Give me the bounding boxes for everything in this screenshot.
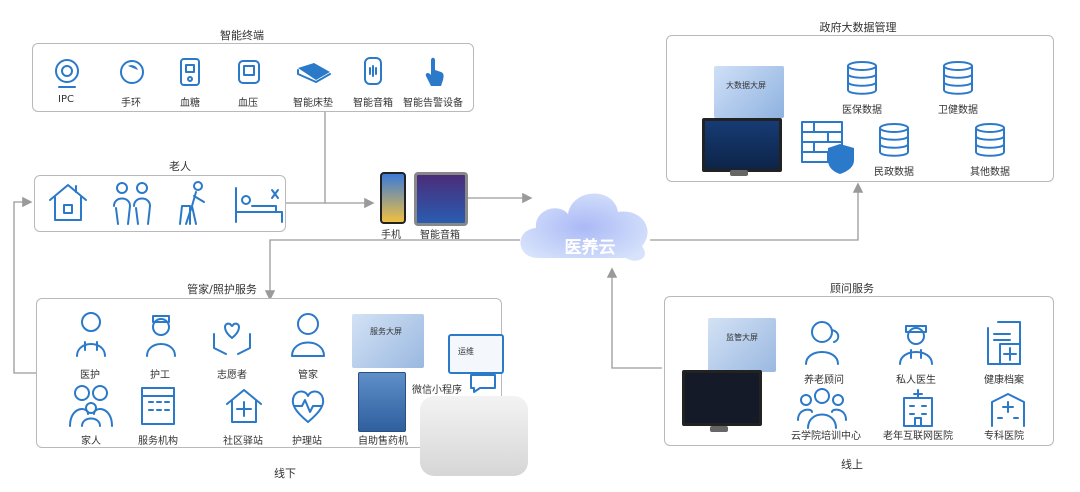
smart-speaker-image — [414, 172, 468, 226]
vending-machine-image — [358, 372, 406, 432]
ipc-camera-icon — [52, 57, 82, 89]
consult-monitor-stand — [710, 426, 728, 432]
monitor-stand — [730, 170, 748, 176]
consult-label-advisor: 养老顾问 — [804, 375, 844, 386]
terminal-label-mattress: 智能床垫 — [293, 98, 333, 109]
big-data-screen-label: 大数据大屏 — [726, 81, 766, 90]
nurse-icon — [144, 310, 178, 358]
glucose-meter-icon — [178, 57, 202, 87]
volunteer-heart-hands-icon — [210, 316, 254, 356]
supervision-screen-label: 监管大屏 — [726, 333, 758, 342]
gov-title: 政府大数据管理 — [819, 21, 897, 34]
hk-label-community: 社区驿站 — [223, 436, 263, 447]
firewall-shield-icon — [800, 120, 858, 176]
cloud-label: 医养云 — [564, 238, 616, 258]
hk-label-nurse: 护工 — [150, 370, 170, 381]
elderly-couple-icon — [108, 180, 156, 226]
consult-label-internet-hospital: 老年互联网医院 — [883, 431, 953, 442]
terminal-label-speaker: 智能音箱 — [353, 98, 393, 109]
hk-label-agency: 服务机构 — [138, 436, 178, 447]
consult-label-record: 健康档案 — [984, 375, 1024, 386]
phone-image — [380, 172, 406, 224]
health-record-icon — [984, 318, 1024, 366]
internet-hospital-icon — [898, 388, 938, 428]
gov-label-other: 其他数据 — [970, 167, 1010, 178]
chat-bubble-icon — [468, 372, 498, 394]
blood-pressure-icon — [236, 58, 262, 86]
service-screen-label: 服务大屏 — [370, 327, 402, 336]
hk-label-housekeeper: 管家 — [298, 370, 318, 381]
consult-label-doctor: 私人医生 — [896, 375, 936, 386]
cloud-shape — [520, 193, 648, 261]
community-station-icon — [224, 386, 264, 426]
gov-label-health: 卫健数据 — [938, 105, 978, 116]
hospital-bed-icon — [232, 184, 286, 224]
service-screen-image — [352, 314, 424, 368]
service-agency-icon — [138, 382, 178, 426]
hk-label-vending: 自助售药机 — [358, 436, 408, 447]
gov-label-civil: 民政数据 — [874, 167, 914, 178]
consult-title: 顾问服务 — [830, 282, 874, 295]
health-db-icon — [940, 60, 976, 96]
ops-label: 运维 — [458, 347, 474, 356]
alarm-device-icon — [421, 56, 447, 88]
smart-mattress-icon — [294, 60, 334, 84]
hk-label-nursing-station: 护理站 — [292, 436, 322, 447]
terminal-label-wristband: 手环 — [121, 98, 141, 109]
devices-and-van-photo — [420, 396, 528, 476]
other-db-icon — [972, 122, 1008, 158]
ops-monitor-image — [448, 334, 504, 374]
phone-label: 手机 — [381, 230, 401, 241]
housekeeper-icon — [290, 310, 326, 358]
consult-label-academy: 云学院培训中心 — [791, 431, 861, 442]
terminal-label-glucose: 血糖 — [180, 98, 200, 109]
civil-affairs-db-icon — [876, 122, 912, 158]
family-icon — [68, 384, 114, 428]
consult-label-specialty: 专科医院 — [984, 431, 1024, 442]
monitor-image — [702, 118, 782, 172]
terminal-label-alarm: 智能告警设备 — [403, 98, 463, 109]
gov-label-insurance: 医保数据 — [842, 105, 882, 116]
nursing-station-icon — [288, 386, 328, 426]
consult-monitor-image — [682, 370, 762, 426]
hk-label-medical: 医护 — [80, 370, 100, 381]
offline-footer: 线下 — [274, 467, 296, 480]
supervision-screen-image — [708, 318, 776, 372]
big-data-screen-image — [714, 66, 784, 118]
elderly-advisor-icon — [804, 318, 844, 366]
housekeeper-title: 管家/照护服务 — [187, 283, 257, 296]
walker-elder-icon — [176, 180, 212, 226]
elderly-title: 老人 — [169, 160, 191, 173]
terminal-label-pressure: 血压 — [238, 98, 258, 109]
terminals-title: 智能终端 — [220, 29, 264, 42]
terminal-label-ipc: IPC — [58, 94, 74, 105]
specialty-hospital-icon — [988, 388, 1028, 428]
smart-speaker-icon — [362, 56, 384, 86]
home-icon — [46, 180, 90, 224]
doctor-icon — [74, 310, 108, 358]
cloud-academy-icon — [796, 386, 848, 430]
private-doctor-icon — [898, 318, 934, 366]
mini-program-label: 微信小程序 — [412, 385, 462, 396]
hk-label-volunteer: 志愿者 — [217, 370, 247, 381]
online-footer: 线上 — [841, 458, 863, 471]
terminals-panel — [32, 43, 474, 112]
speaker-label: 智能音箱 — [420, 230, 460, 241]
wristband-icon — [118, 58, 146, 86]
medical-insurance-db-icon — [844, 60, 880, 96]
hk-label-family: 家人 — [81, 436, 101, 447]
